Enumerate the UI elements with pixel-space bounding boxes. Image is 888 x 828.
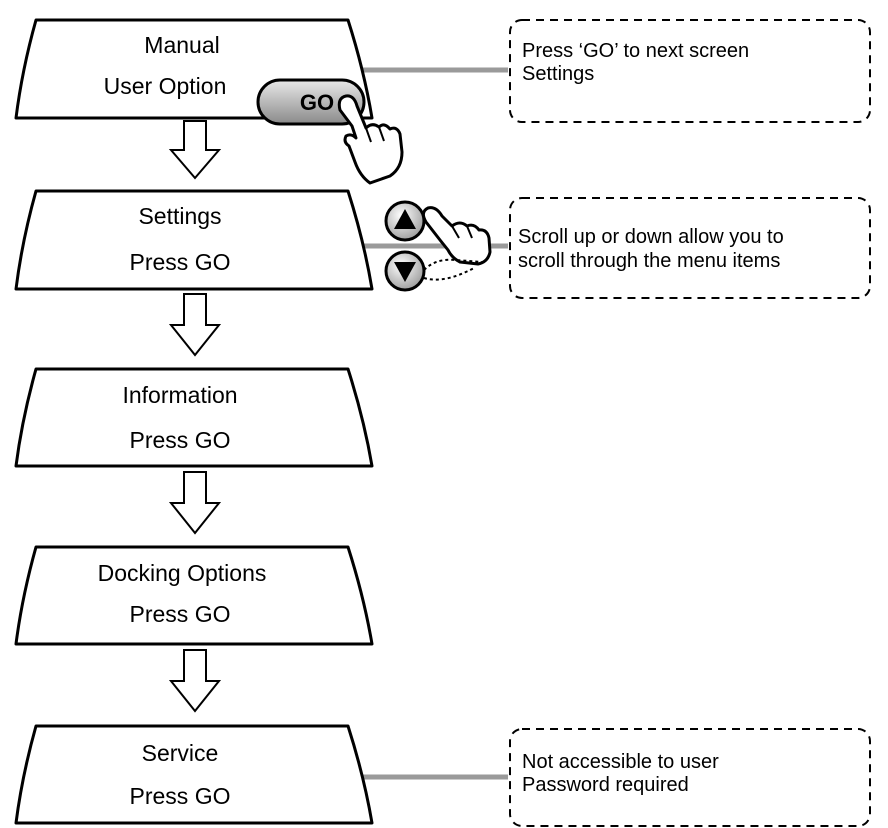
down-flow-arrow-icon (168, 120, 222, 180)
screen-shape-docking-options (14, 545, 374, 646)
hand-pointer-icon (421, 206, 492, 266)
screen-manual-title: Manual (144, 32, 219, 58)
screen-settings-title: Settings (138, 203, 221, 229)
down-flow-arrow-icon (168, 471, 222, 535)
screen-shape-service (14, 724, 374, 825)
note-scroll: Scroll up or down allow you to scroll th… (509, 197, 871, 299)
go-button[interactable]: GO (256, 78, 366, 126)
scroll-down-button[interactable] (384, 250, 426, 292)
screen-shape-settings (14, 189, 374, 291)
screen-service-title: Service (142, 740, 219, 766)
note-scroll-line1: Scroll up or down allow you to (518, 226, 784, 248)
down-arrow-icon (394, 262, 416, 282)
screen-shape-information (14, 367, 374, 468)
note-go-line1: Press ‘GO’ to next screen (522, 40, 749, 62)
screen-information-subtitle: Press GO (130, 427, 231, 453)
down-flow-arrow-icon (168, 293, 222, 357)
screen-information-title: Information (122, 382, 237, 408)
screen-manual-subtitle: User Option (104, 73, 227, 99)
down-flow-arrow-icon (168, 649, 222, 713)
screen-docking-options-subtitle: Press GO (130, 601, 231, 627)
note-service: Not accessible to user Password required (509, 728, 871, 827)
screen-settings-subtitle: Press GO (130, 249, 231, 275)
note-go: Press ‘GO’ to next screen Settings (509, 19, 871, 123)
note-service-line1: Not accessible to user (522, 751, 719, 773)
up-arrow-icon (394, 209, 416, 229)
scroll-up-button[interactable] (384, 200, 426, 242)
note-go-line2: Settings (522, 63, 594, 85)
go-button-label: GO (300, 90, 334, 115)
screen-docking-options-title: Docking Options (98, 560, 267, 586)
hand-pointer-icon (337, 94, 404, 185)
dotted-hand-outline (423, 258, 483, 281)
note-scroll-line2: scroll through the menu items (518, 250, 780, 272)
note-service-line2: Password required (522, 774, 689, 796)
screen-service-subtitle: Press GO (130, 783, 231, 809)
